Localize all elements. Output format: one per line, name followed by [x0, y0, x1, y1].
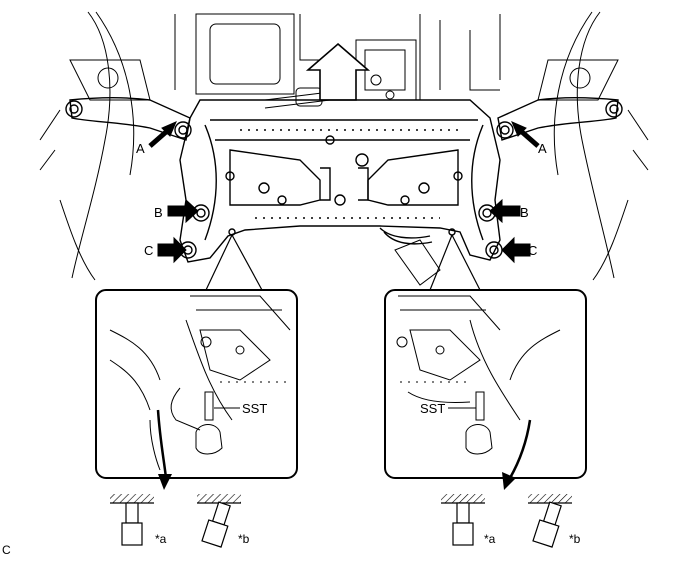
label-star-b-left: *b — [238, 532, 250, 546]
left-rotation-arrow — [156, 409, 168, 479]
label-star-b-right: *b — [569, 532, 581, 546]
label-sst-right: SST — [420, 401, 446, 416]
right-rotation-arrow — [508, 419, 532, 479]
label-star-a-right: *a — [484, 532, 496, 546]
left-detail-inset — [95, 289, 298, 479]
label-star-a-left: *a — [155, 532, 167, 546]
label-sst-left: SST — [242, 401, 268, 416]
label-b-right: B — [520, 205, 529, 220]
leader-lines — [205, 234, 481, 291]
label-a-right: A — [538, 141, 547, 156]
front-direction-arrow — [305, 42, 371, 101]
label-b-left: B — [154, 205, 163, 220]
label-c-left: C — [144, 243, 154, 258]
subframe — [65, 96, 623, 263]
left-inset-drawing — [109, 295, 291, 471]
right-rotation-arrowhead — [502, 472, 516, 490]
right-inset-drawing — [396, 295, 561, 455]
left-rotation-arrowhead — [158, 474, 172, 490]
right-detail-inset — [384, 289, 587, 479]
corner-label: C — [2, 543, 11, 557]
pointer-arrows — [148, 121, 540, 264]
background-vehicle-lines — [39, 11, 649, 286]
label-c-right: C — [528, 243, 538, 258]
bottom-pin-illustrations — [110, 494, 572, 548]
label-a-left: A — [136, 141, 145, 156]
